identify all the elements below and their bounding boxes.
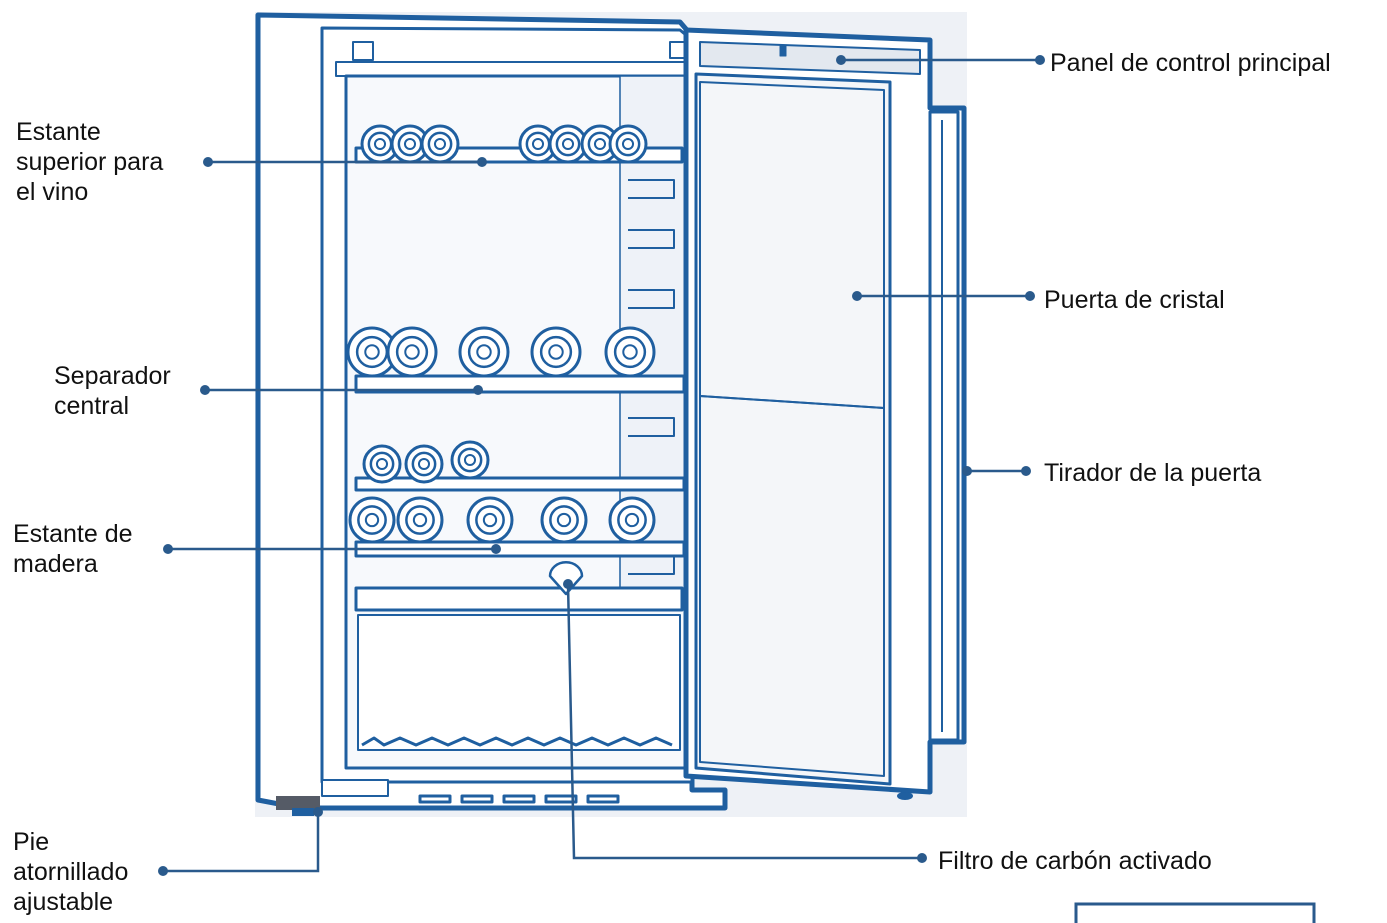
bottle [540,496,588,544]
bottle [548,124,588,164]
bottle [362,444,402,484]
bottle [608,124,648,164]
label-top-shelf: Estante superior para el vino [16,118,164,206]
door-control-panel-strip [699,41,921,75]
bottle [348,496,396,544]
lower-compartment [357,614,681,751]
label-foot: Pie atornillado ajustable [13,828,129,916]
bottle [360,124,400,164]
bottle [604,326,656,378]
leader-foot [163,812,320,873]
glass-door-group [683,27,967,800]
bottle [518,124,558,164]
label-glass-door: Puerta de cristal [1044,286,1225,314]
bottle [404,444,444,484]
label-control-panel: Panel de control principal [1050,49,1331,77]
bottle [608,496,656,544]
bottle [530,326,582,378]
door-handle [928,110,960,742]
label-carbon-filter: Filtro de carbón activado [938,847,1212,875]
label-central-divider: Separador central [54,362,171,420]
label-wooden-shelf: Estante de madera [13,520,133,578]
carbon-filter [548,561,584,596]
bottle [346,326,398,378]
bottle [450,440,490,480]
adjustable-foot [276,796,320,816]
shelf-bottom [354,586,684,612]
control-knob [779,45,787,57]
shelf-3 [354,476,686,492]
corner-box [1074,902,1316,923]
leader-dots [158,55,1045,876]
door-glass [694,72,892,786]
leader-lines [163,58,1040,873]
bottle [458,326,510,378]
bottle [386,326,438,378]
bottle [390,124,430,164]
bottle [396,496,444,544]
bottle [580,124,620,164]
base-vents [418,794,620,804]
bottle [420,124,460,164]
wine-bottles [346,124,656,544]
top-rim [335,61,687,77]
bottle [466,496,514,544]
cabinet [255,12,728,811]
leader-carbon-filter [566,583,922,860]
label-door-handle: Tirador de la puerta [1044,459,1262,487]
